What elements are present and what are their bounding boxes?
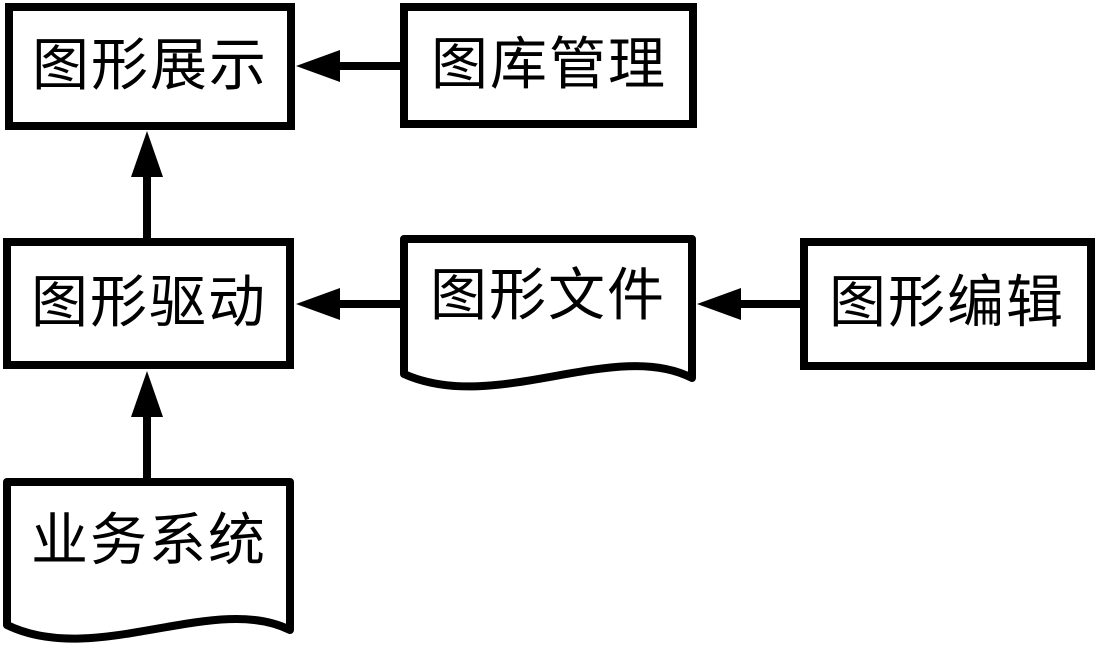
node-business-system-label: 业务系统 [31,509,267,573]
node-library-management-label: 图库管理 [431,33,667,97]
node-graphics-display-label: 图形展示 [32,34,268,98]
node-graphics-editor-label: 图形编辑 [829,271,1065,335]
arrow-file-to-driver [296,288,400,320]
node-graphics-driver-label: 图形驱动 [31,271,267,335]
node-graphics-driver-shape [3,238,294,369]
node-graphics-display-shape [5,3,295,130]
node-business-system-shape [3,478,294,643]
arrow-library-to-display [296,50,400,82]
arrow-editor-to-file [697,288,800,320]
node-graphics-file-shape [400,235,696,391]
node-library-management-shape [400,3,697,128]
node-graphics-file-label: 图形文件 [430,264,666,328]
node-graphics-editor-shape [800,238,1095,370]
arrow-business-to-driver [131,371,163,478]
arrow-driver-to-display [131,131,163,238]
